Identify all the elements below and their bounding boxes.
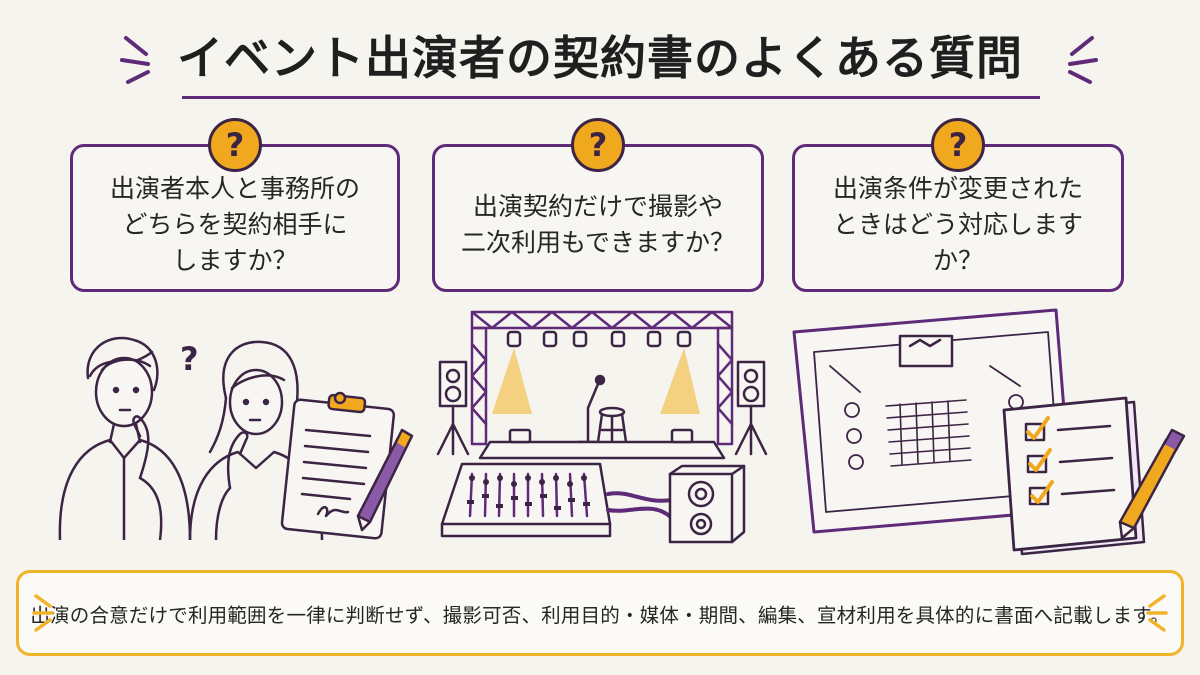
question-badge-icon-2: ? [571, 118, 625, 172]
speaker-right-icon [734, 360, 768, 456]
spotlight-beam-right [660, 348, 700, 414]
woman-thinking-icon [188, 340, 324, 540]
pen-icon [1118, 428, 1186, 540]
man-thinking-icon [58, 336, 192, 540]
checkbox-checked-icon [1024, 416, 1112, 442]
summary-sparks-right [1146, 594, 1168, 632]
stage-truss-icon [470, 310, 734, 446]
page-title: イベント出演者の契約書のよくある質問 [177, 31, 1023, 85]
question-badge-icon-3: ? [931, 118, 985, 172]
question-card-3: 出演条件が変更された ときはどう対応しますか？ [792, 144, 1124, 292]
summary-box: 出演の合意だけで利用範囲を一律に判断せず、撮影可否、利用目的・媒体・期間、編集、… [16, 570, 1184, 656]
stool-icon [596, 406, 628, 444]
checkbox-checked-icon [1026, 448, 1114, 474]
spotlight-beam-left [492, 348, 532, 414]
question-text-3: 出演条件が変更された ときはどう対応しますか？ [832, 174, 1083, 275]
summary-sparks-left [32, 594, 54, 632]
pen-icon [356, 428, 414, 532]
floorplan-checklist-illustration [792, 308, 1186, 556]
title-sparks-left [120, 36, 150, 84]
people-contract-illustration: ? [58, 336, 414, 540]
stage-lights-icon [506, 330, 692, 348]
audio-mixer-icon [440, 462, 612, 538]
thinking-question-mark: ? [180, 340, 199, 378]
summary-text: 出演の合意だけで利用範囲を一律に判断せず、撮影可否、利用目的・媒体・期間、編集、… [30, 603, 1170, 627]
checklist-document-icon [1002, 396, 1146, 556]
monitor-speaker-icon [668, 464, 746, 544]
question-badge-icon-1: ? [208, 118, 262, 172]
question-text-1: 出演者本人と事務所の どちらを契約相手に しますか？ [109, 174, 360, 275]
title-sparks-right [1068, 36, 1098, 84]
checkbox-checked-icon [1028, 480, 1116, 506]
stage-mixer-illustration [436, 310, 768, 544]
question-text-2: 出演契約だけで撮影や 二次利用もできますか？ [460, 192, 735, 257]
speaker-left-icon [436, 360, 470, 456]
stage-platform [478, 440, 726, 460]
title-underline [182, 96, 1040, 99]
clipboard-contract-icon [280, 391, 396, 540]
